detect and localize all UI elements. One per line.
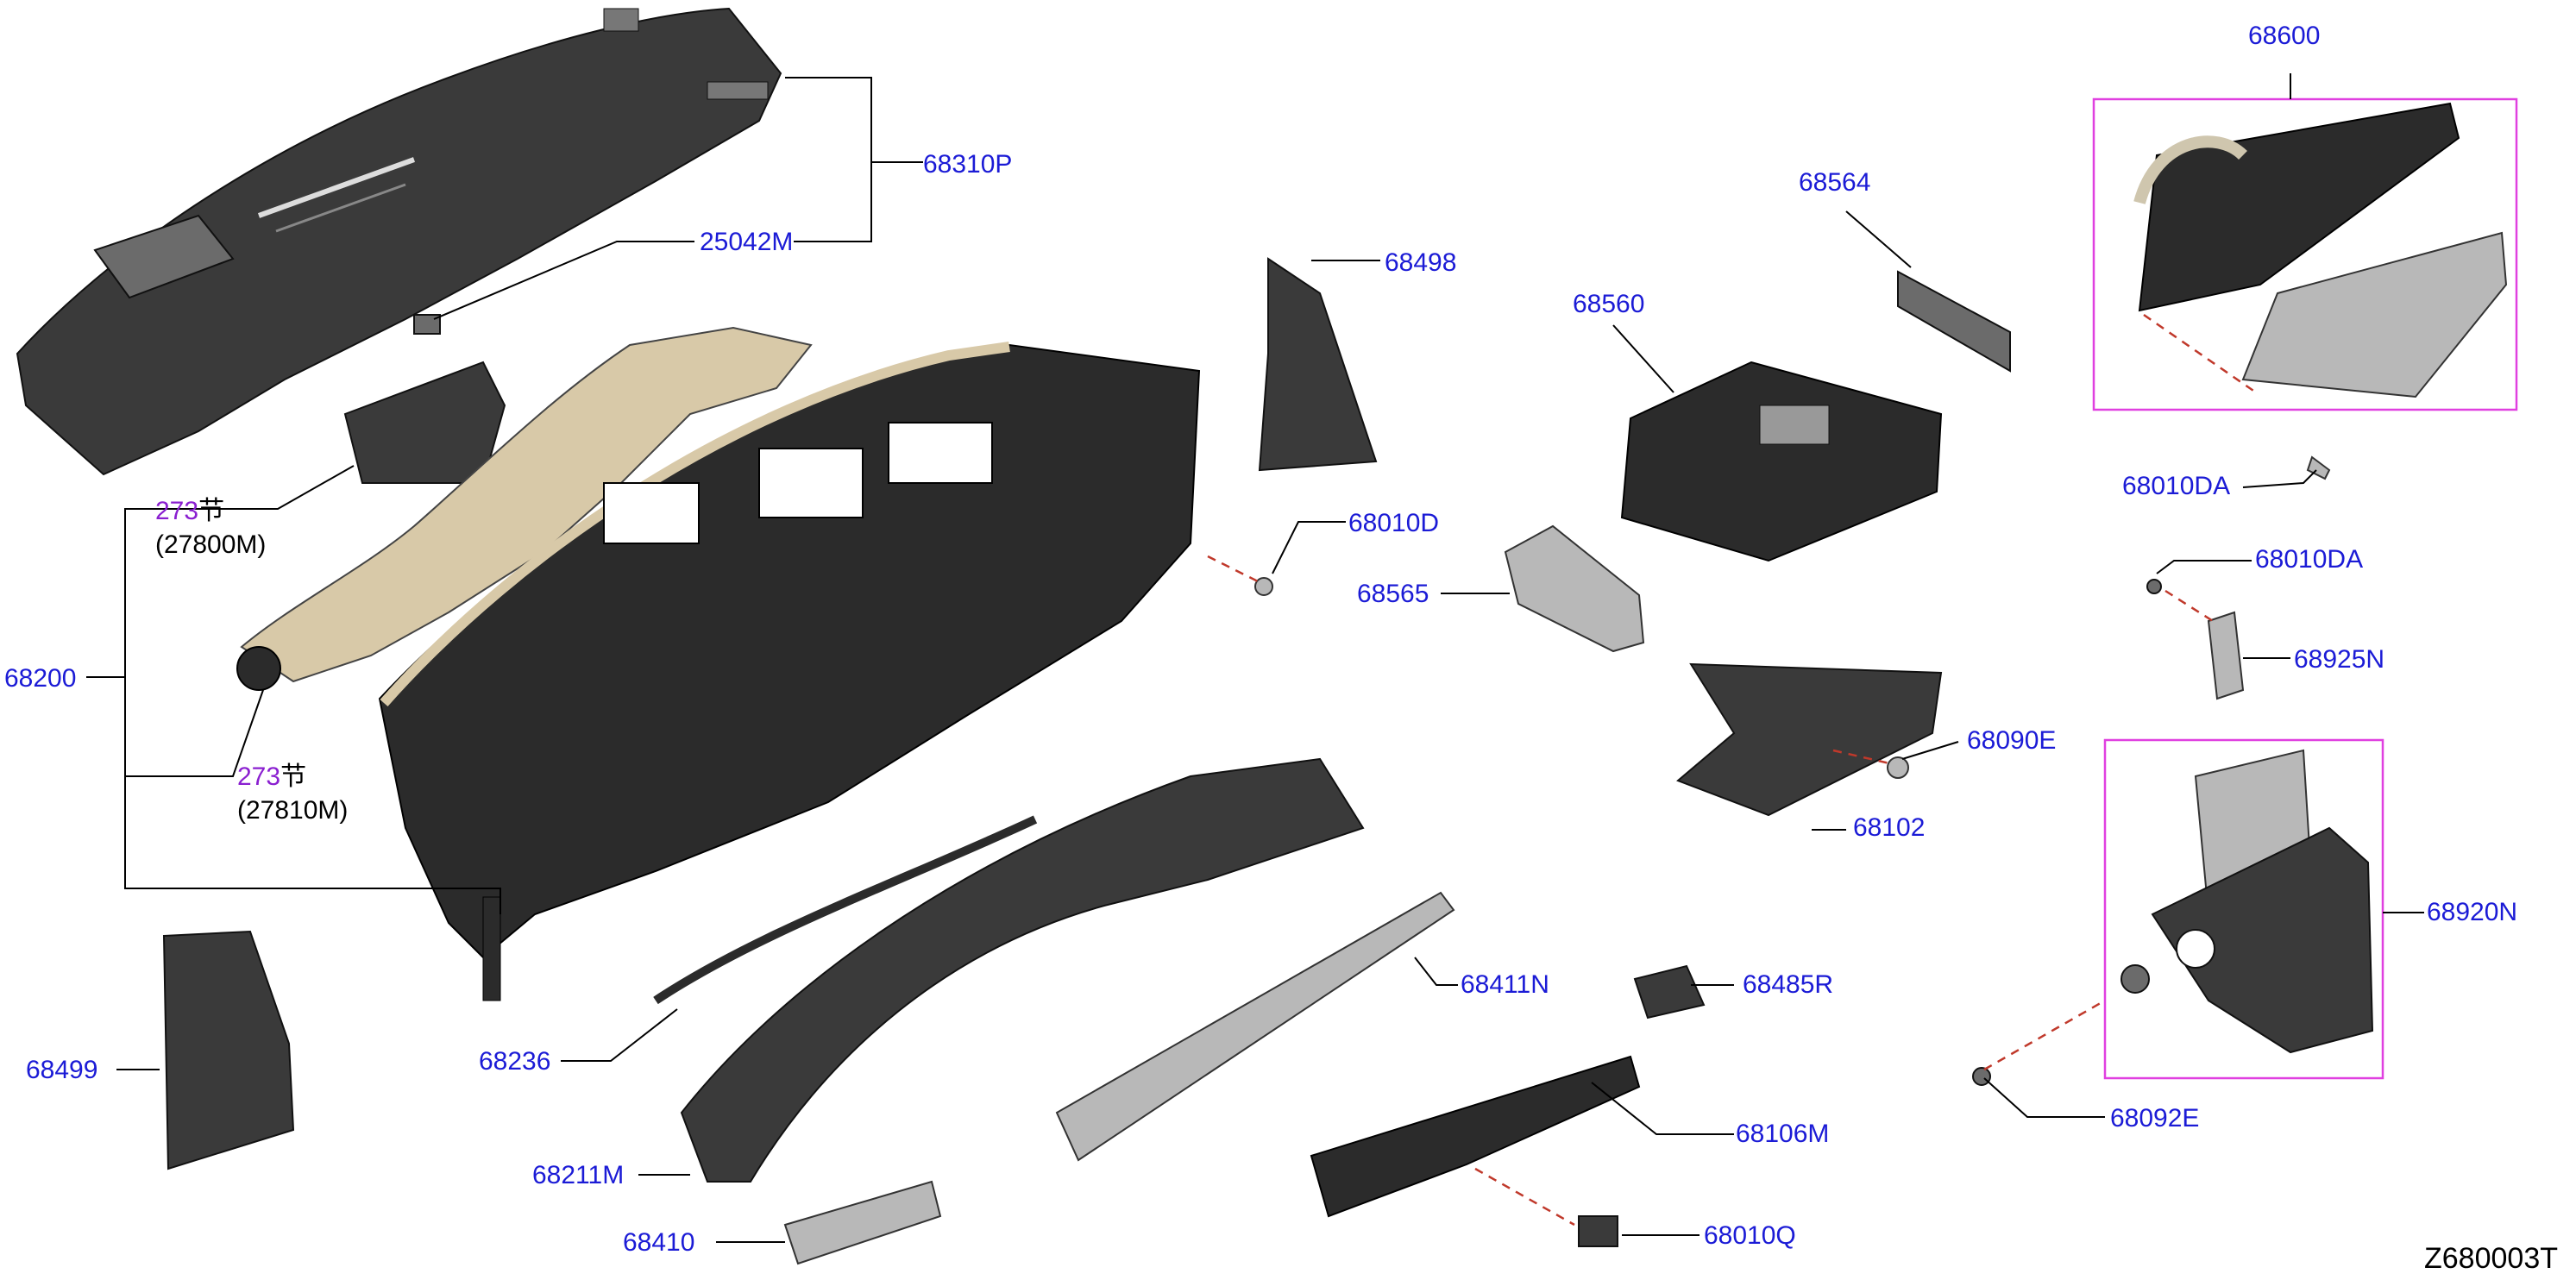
label-68564[interactable]: 68564 [1799,168,1871,197]
label-68090E[interactable]: 68090E [1967,726,2057,755]
lower-panel-68106M [1310,1055,1641,1218]
group-box-68920N [2103,738,2384,1080]
grommet-68092E-b [1972,1067,1991,1086]
finisher-68410 [783,1180,942,1265]
under-cover-68102 [1676,662,1943,817]
label-68411N[interactable]: 68411N [1461,970,1549,999]
clip-68010D [1254,577,1273,596]
label-68565[interactable]: 68565 [1357,580,1429,608]
grommet-68092E-a [2120,964,2150,994]
label-68925N[interactable]: 68925N [2294,645,2385,674]
ref-number: 273 [155,497,199,525]
bracket-68565 [1504,524,1645,653]
label-68200[interactable]: 68200 [4,664,77,693]
label-68485R[interactable]: 68485R [1743,970,1834,999]
label-27800M-ref[interactable]: 273节 [155,499,224,524]
label-68092E[interactable]: 68092E [2110,1104,2200,1133]
label-68211M[interactable]: 68211M [532,1161,625,1189]
ref-char: 节 [198,497,225,525]
label-27810M-code: (27810M) [237,796,349,825]
side-finisher-68499 [162,930,295,1170]
bracket-68485R [1633,964,1706,1020]
air-duct-27810M [240,326,813,683]
trim-strip-68236 [653,815,1038,1005]
label-68010DA-1[interactable]: 68010DA [2122,472,2231,500]
label-68600[interactable]: 68600 [2248,22,2321,50]
upper-panel-68310P [16,7,782,476]
finisher-68411N [1055,891,1455,1162]
ref-char: 节 [280,762,307,791]
group-box-68600 [2092,97,2518,411]
label-27800M-code: (27800M) [155,530,267,559]
frame-68200 [378,342,1201,1001]
label-68310P[interactable]: 68310P [923,150,1013,179]
label-68410[interactable]: 68410 [623,1228,695,1257]
label-68010D[interactable]: 68010D [1348,509,1440,537]
label-27810M-ref[interactable]: 273节 [237,764,306,790]
side-trim-68498 [1258,257,1378,472]
ref-number: 273 [237,762,281,791]
sensor-25042M [413,314,441,335]
cluster-lid-68211M [680,757,1365,1183]
label-68499[interactable]: 68499 [26,1056,98,1084]
label-68106M[interactable]: 68106M [1736,1120,1830,1148]
diagram-code: Z680003T [2424,1242,2558,1275]
lower-cover-68920N [2151,749,2374,1054]
label-68010DA-2[interactable]: 68010DA [2255,545,2364,574]
label-68102[interactable]: 68102 [1853,813,1926,842]
label-68920N[interactable]: 68920N [2427,898,2518,926]
glovebox-assembly-68600 [2133,102,2508,398]
glovebox-housing-68560 [1620,361,1943,562]
label-68236[interactable]: 68236 [479,1047,551,1076]
label-68560[interactable]: 68560 [1573,290,1645,318]
label-68498[interactable]: 68498 [1385,248,1457,277]
label-68010Q[interactable]: 68010Q [1704,1221,1796,1250]
clip-68090E [1887,756,1909,779]
clip-68010DA-lower [2146,579,2162,594]
label-25042M[interactable]: 25042M [700,228,794,256]
clip-68010DA-upper [2306,455,2331,480]
duct-27800M [343,361,506,484]
bracket-68564 [1897,270,2011,373]
switch-68010Q [1578,1215,1618,1247]
bracket-68925N [2207,611,2245,700]
